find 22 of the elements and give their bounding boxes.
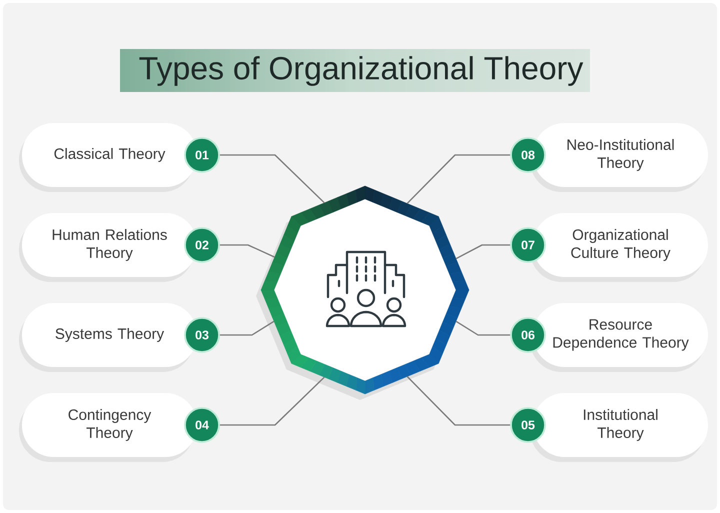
pill-box: Systems Theory	[19, 303, 197, 372]
number-badge: 02	[184, 227, 220, 263]
number-badge: 01	[184, 137, 220, 173]
number-badge: 03	[184, 317, 220, 353]
number-badge: 05	[510, 407, 546, 443]
number-badge: 07	[510, 227, 546, 263]
number-badge: 08	[510, 137, 546, 173]
connector-line	[220, 376, 325, 426]
connector-line	[456, 320, 510, 336]
octagon	[256, 186, 470, 400]
connector-line	[456, 244, 510, 260]
connector-line	[220, 244, 275, 258]
connector-line	[406, 376, 510, 426]
pill-box: Classical Theory	[19, 123, 197, 192]
connector-line	[406, 154, 510, 204]
connector-line	[220, 154, 325, 204]
pill-box: Contingency Theory	[19, 393, 197, 462]
pill-box: Human Relations Theory	[19, 213, 197, 282]
connector-line	[220, 320, 274, 336]
title: Types of Organizational Theory	[120, 49, 590, 92]
number-badge: 06	[510, 317, 546, 353]
number-badge: 04	[184, 407, 220, 443]
